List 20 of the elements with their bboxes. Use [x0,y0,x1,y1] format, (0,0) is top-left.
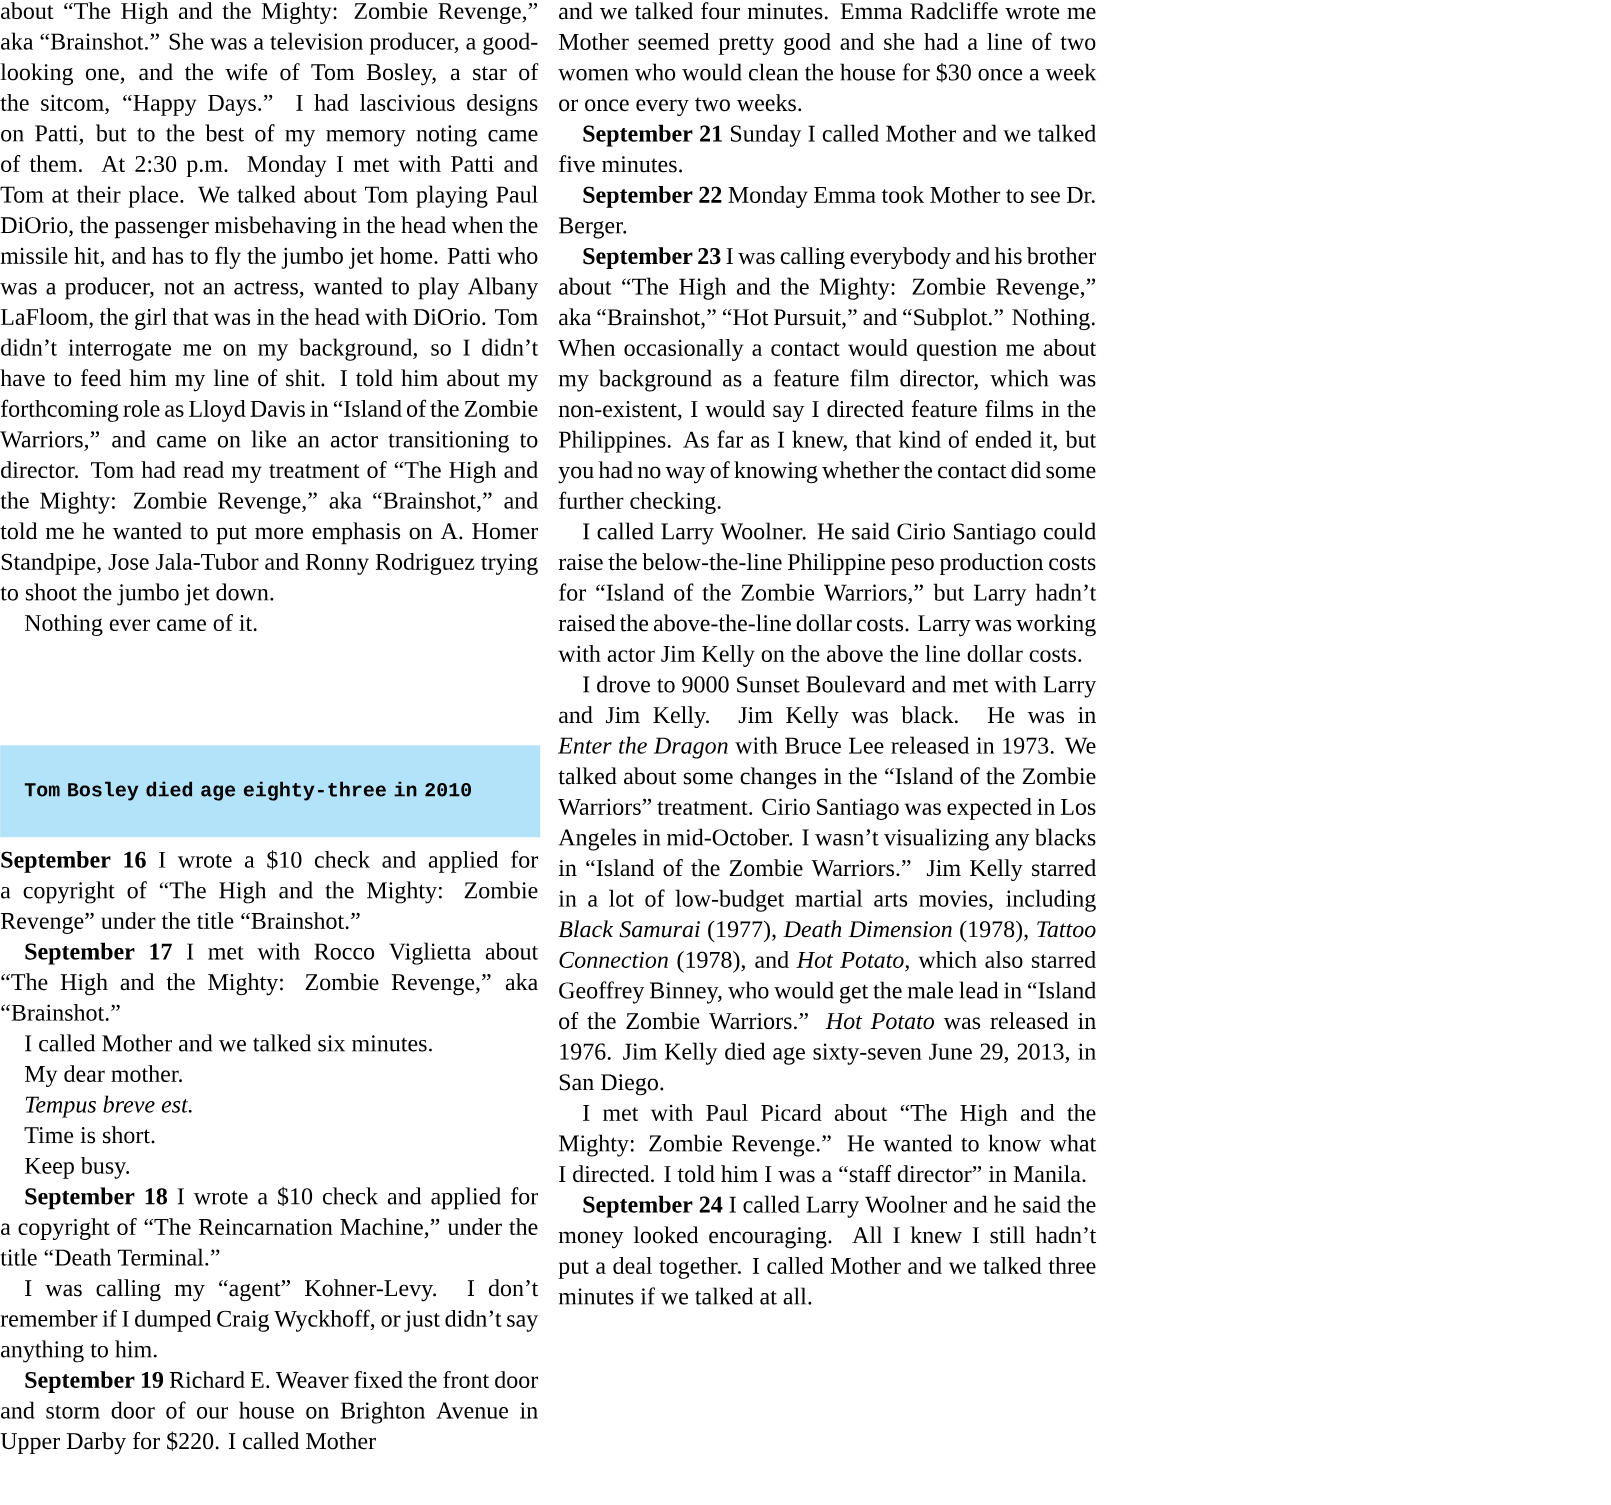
paragraph: Tempus breve est. [25,1095,192,1118]
paragraph: September 24 I called Larry Woolner and he said the money looked encouraging. All I knew I still hadn’t put a deal together. I called Mother and we talked three minutes if we talked at all. [558,1195,1097,1305]
note-box: Tom Bosley died age eighty-three in 2010 [0,745,541,838]
paragraph: September 21 Sunday I called Mother and we talked five minutes. [558,124,1096,173]
paragraph: and we talked four minutes. Emma Radcliffe wrote me Mother seemed pretty good and she had a line of two women who would clean the house for $30 once a week or once every two weeks. [558,2,1097,117]
paragraph: I called Larry Woolner. He said Cirio Santiago could raise the below-the-line Philippine peso production costs for “Island of the Zombie Warriors,” but Larry hadn’t raised the above-the-line dollar costs. Larry was working with actor Jim Kelly on the above the line dollar costs. [558,522,1097,667]
paragraph: September 17 I met with Rocco Viglietta about “The High and the Mighty: Zombie Revenge,” aka “Brainshot.” [1,942,539,1021]
paragraph: September 23 I was calling everybody and his brother about “The High and the Mighty: Zombie Revenge,” aka “Brainshot,” “Hot Pursuit,” and “Subplot.” Nothing. When occasionally a contact would question me about my background as a feature film director, which was non-existent, I would say I directed feature films in the Philippines. As far as I knew, that kind of ended it, but you had no way of knowing whether the contact did some further checking. [558,247,1097,514]
paragraph: My dear mother. [24,1065,182,1087]
paragraph: I met with Paul Picard about “The High and the Mighty: Zombie Revenge.” He wanted to know what I directed. I told him I was a “staff director” in Manila. [558,1104,1097,1183]
paragraph: September 18 I wrote a $10 check and applied for a copyright of “The Reincarnation Machine,” under the title “Death Terminal.” [0,1186,538,1266]
paragraph: Time is short. [24,1126,155,1144]
paragraph: September 22 Monday Emma took Mother to see Dr. Berger. [558,186,1095,239]
paragraph: about “The High and the Mighty: Zombie Revenge,” aka “Brainshot.” She was a television producer, a good-looking one, and the wife of Tom Bosley, a star of the sitcom, “Happy Days.” I had lascivious designs on Patti, but to the best of my memory noting came of them. At 2:30 p.m. Monday I met with Patti and Tom at their place. We talked about Tom playing Paul DiOrio, the passenger misbehaving in the head when the missile hit, and has to fly the jumbo jet home. Patti who was a producer, not an actress, wanted to play Albany LaFloom, the girl that was in the head with DiOrio. Tom didn’t interrogate me on my background, so I didn’t have to feed him my line of shit. I told him about my forthcoming role as Lloyd Davis in “Island of the Zombie Warriors,” and came on like an actor transitioning to director. Tom had read my treatment of “The High and the Mighty: Zombie Revenge,” aka “Brainshot,” and told me he wanted to put more emphasis on A. Homer Standpipe, Jose Jala-Tubor and Ronny Rodriguez trying to shoot the jumbo jet down. [0,2,539,606]
paragraph: Nothing ever came of it. [24,613,257,637]
paragraph: I drove to 9000 Sunset Boulevard and met with Larry and Jim Kelly. Jim Kelly was black. He was in Enter the Dragon with Bruce Lee released in 1973. We talked about some changes in the “Island of the Zombie Warriors” treatment. Cirio Santiago was expected in Los Angeles in mid-October. I wasn’t visualizing any blacks in “Island of the Zombie Warriors.” Jim Kelly starred in a lot of low-budget martial arts movies, including Black Samurai (1977), Death Dimension (1978), Tattoo Connection (1978), and Hot Potato, which also starred Geoffrey Binney, who would get the male lead in “Island of the Zombie Warriors.” Hot Potato was released in 1976. Jim Kelly died age sixty-seven June 29, 2013, in San Diego. [557,675,1097,1096]
paragraph: I called Mother and we talked six minutes. [25,1034,432,1052]
paragraph: I was calling my “agent” Kohner-Levy. I don’t remember if I dumped Craig Wyckhoff, or just didn’t say anything to him. [0,1279,539,1363]
paragraph: September 19 Richard E. Weaver fixed the front door and storm door of our house on Brighton Avenue in Upper Darby for $220. I called Mother [0,1370,539,1455]
paragraph: Keep busy. [24,1156,130,1179]
